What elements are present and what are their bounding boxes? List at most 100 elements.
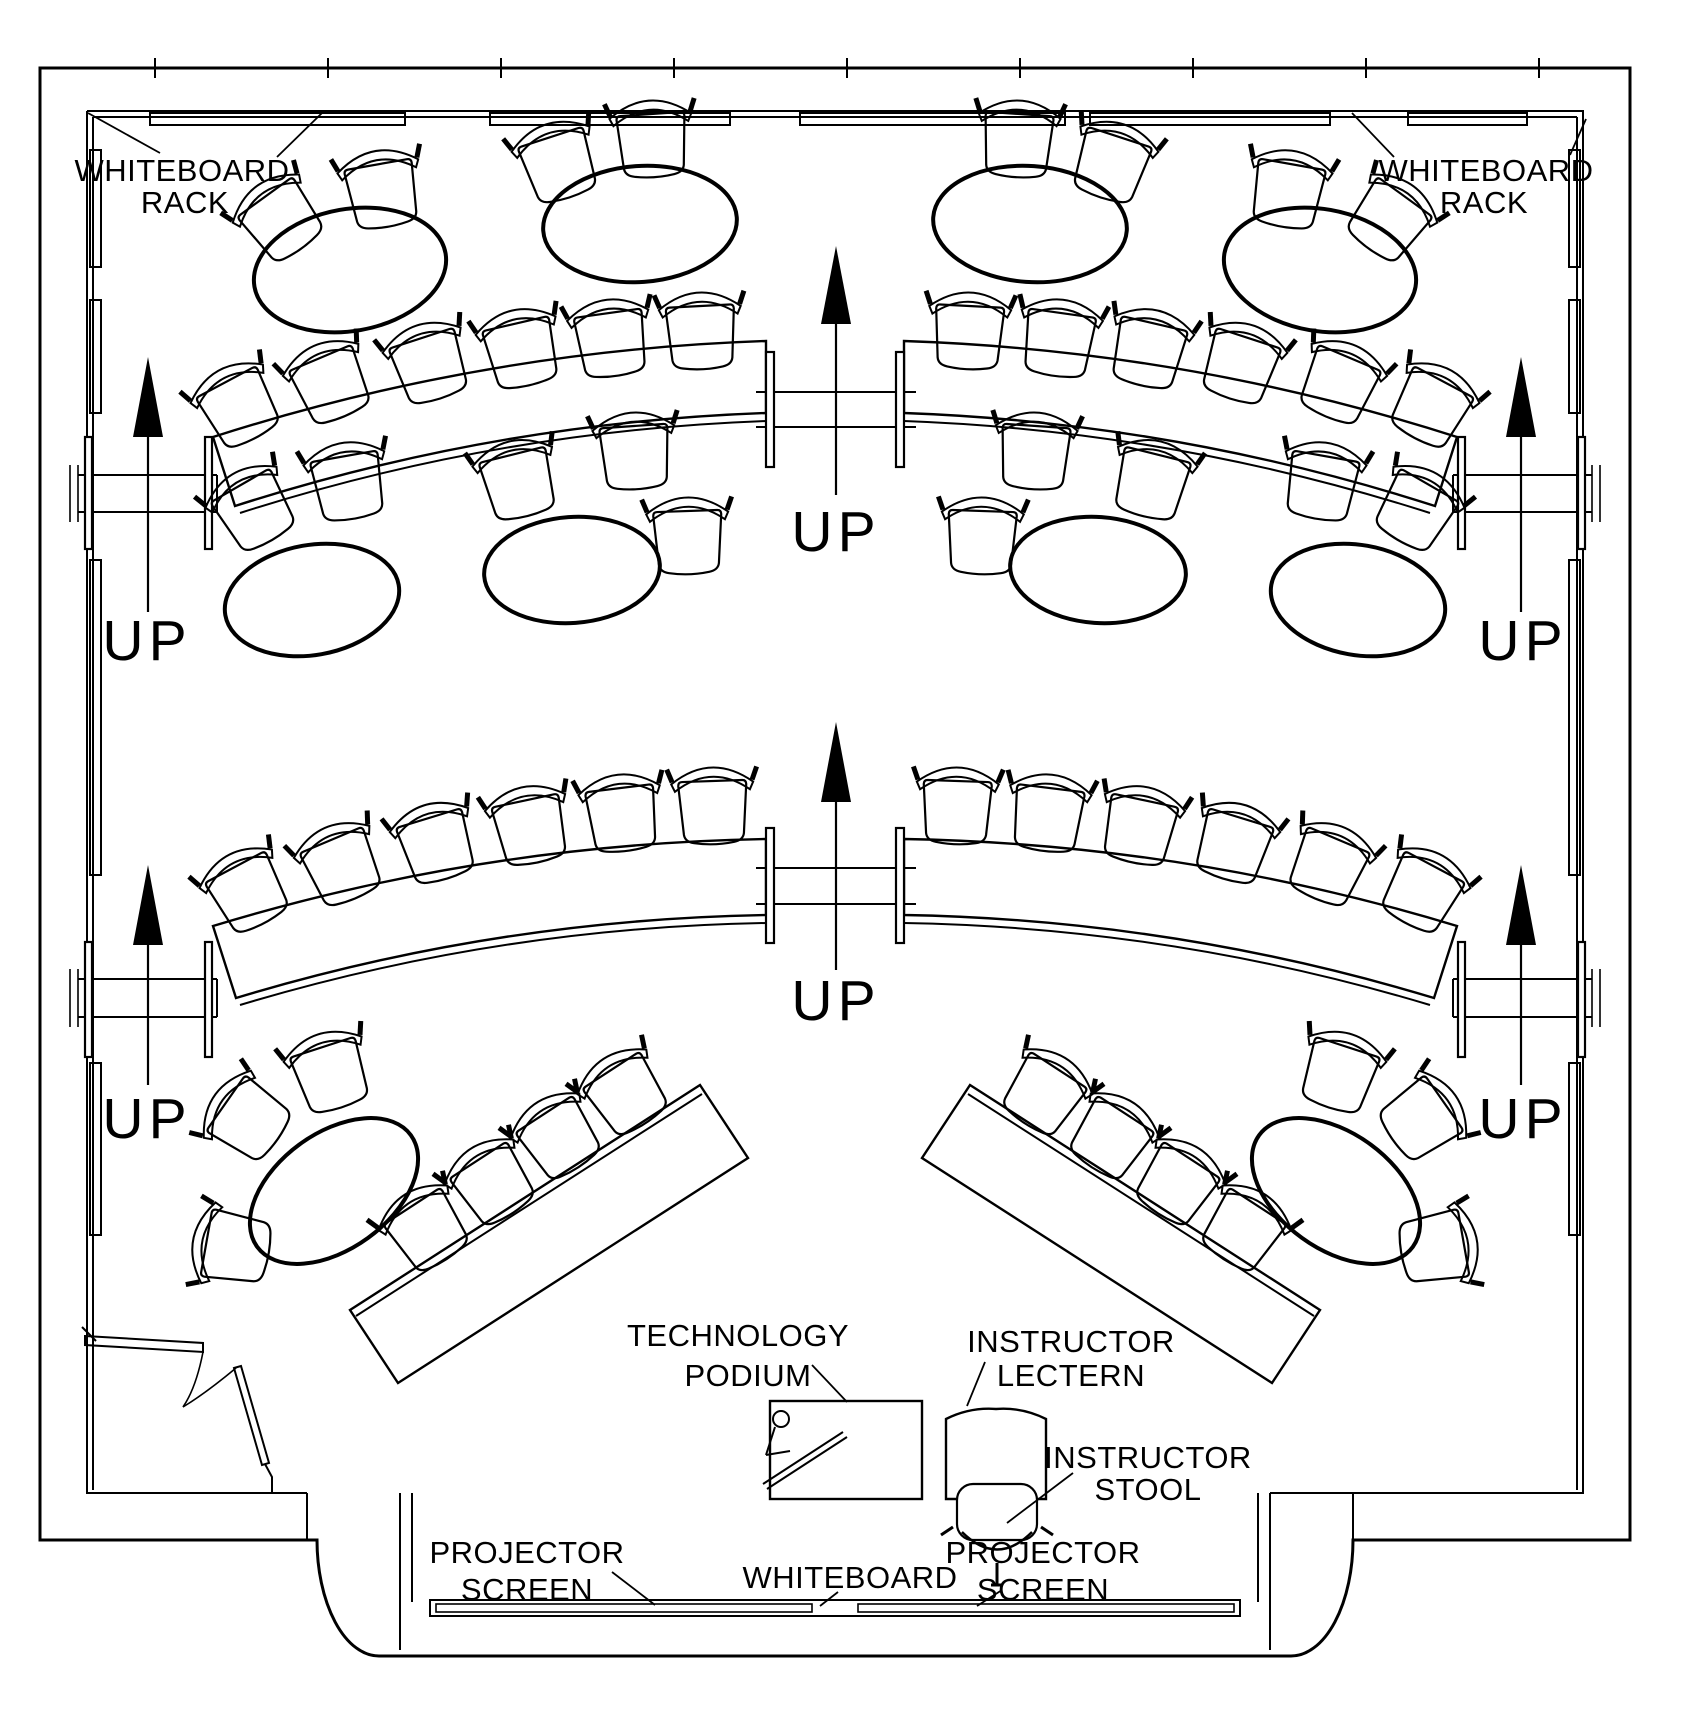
chair bbox=[936, 495, 1031, 576]
technology-podium-label: TECHNOLOGY bbox=[627, 1318, 849, 1353]
chair-seat bbox=[1070, 1095, 1155, 1180]
chair-back bbox=[577, 773, 661, 804]
chair-arm-post bbox=[1455, 1193, 1470, 1206]
chair-arm-post bbox=[656, 769, 665, 784]
up-arrow-head bbox=[133, 865, 163, 945]
chair-seat bbox=[299, 826, 381, 907]
projector-screen-right-label: PROJECTOR bbox=[945, 1535, 1140, 1570]
oval-table bbox=[482, 514, 662, 626]
chair-back bbox=[198, 847, 274, 895]
whiteboard-rack bbox=[89, 149, 102, 268]
chair-back bbox=[1405, 362, 1481, 410]
chair-arm-post bbox=[548, 430, 555, 446]
chair-seat bbox=[1301, 1036, 1381, 1114]
projector-screen bbox=[857, 1603, 1235, 1613]
chair-arm-post bbox=[923, 289, 933, 305]
whiteboard-rack-left-label: WHITEBOARD bbox=[74, 153, 289, 188]
chair bbox=[1196, 792, 1291, 885]
chair bbox=[1379, 1057, 1482, 1161]
chair-arm-post bbox=[291, 159, 300, 175]
chair bbox=[602, 97, 697, 179]
chair-arm-post bbox=[990, 409, 1000, 425]
chair-arm-post bbox=[1101, 778, 1109, 793]
chair-back bbox=[1020, 298, 1105, 330]
chair-arm-post bbox=[664, 768, 675, 784]
chair-back bbox=[1446, 1201, 1479, 1285]
chair-arm-post bbox=[1195, 451, 1208, 466]
chair-arm-post bbox=[1115, 430, 1122, 446]
chair-arm-post bbox=[1005, 769, 1014, 784]
chair-seat bbox=[1289, 826, 1371, 907]
chair-back bbox=[1250, 149, 1334, 182]
chair-arm-post bbox=[639, 1034, 647, 1049]
projector-screen-left-label: SCREEN bbox=[461, 1572, 593, 1607]
chair-arm-post bbox=[1310, 328, 1317, 343]
chair-arm-post bbox=[188, 1130, 204, 1139]
chair-back bbox=[1113, 308, 1196, 343]
instructor-lectern bbox=[944, 1407, 1048, 1501]
chair-seat bbox=[615, 110, 686, 179]
chair-seat bbox=[1202, 327, 1282, 405]
chair-arm-post bbox=[1100, 305, 1112, 321]
stair-rail bbox=[1576, 940, 1587, 1059]
chair-arm-post bbox=[911, 765, 921, 781]
chair-seat bbox=[1196, 807, 1275, 885]
chair-seat bbox=[1024, 307, 1097, 379]
chair-back bbox=[644, 496, 730, 524]
stair-rail bbox=[1576, 435, 1587, 551]
chair-arm-post bbox=[551, 300, 559, 316]
chair-arm-post bbox=[1463, 494, 1478, 508]
chair-arm-post bbox=[644, 293, 653, 309]
whiteboard-rack-left-leader bbox=[276, 112, 323, 158]
podium-monitor-arm bbox=[765, 1450, 791, 1456]
chair-back bbox=[1220, 1184, 1293, 1237]
up-arrow-head bbox=[1506, 357, 1536, 437]
chair-arm-post bbox=[501, 137, 514, 152]
oval-table bbox=[1249, 1116, 1423, 1266]
chair-seat bbox=[490, 793, 567, 866]
chair-arm-post bbox=[585, 110, 592, 126]
chair-arm-post bbox=[558, 305, 570, 321]
instructor-stool-base bbox=[961, 1531, 1033, 1551]
chair-arm-post bbox=[1091, 1081, 1106, 1095]
chair-seat bbox=[1398, 1208, 1471, 1283]
chair-arm-post bbox=[973, 97, 983, 113]
chair-back bbox=[565, 298, 650, 330]
chair-arm-post bbox=[282, 843, 296, 858]
chair bbox=[564, 1034, 667, 1136]
chair bbox=[639, 495, 734, 576]
chair bbox=[365, 1170, 468, 1272]
projector-screen-right-label: SCREEN bbox=[977, 1572, 1109, 1607]
chair-seat bbox=[206, 1075, 291, 1161]
chair bbox=[1101, 778, 1195, 866]
up-arrow-head bbox=[821, 722, 851, 802]
door-jamb bbox=[264, 1463, 273, 1493]
chair-back bbox=[1154, 1138, 1227, 1191]
chair-arm-post bbox=[273, 1047, 286, 1062]
chair bbox=[501, 110, 597, 204]
chair-back bbox=[509, 1092, 582, 1145]
table-edge-line bbox=[903, 922, 1431, 1006]
chair-seat bbox=[395, 807, 474, 885]
chair bbox=[1017, 293, 1112, 379]
chair-arm-post bbox=[737, 289, 747, 305]
chair-arm-post bbox=[639, 498, 650, 514]
chair-arm-post bbox=[1224, 1171, 1239, 1185]
chair-seat bbox=[1391, 366, 1475, 448]
chair-arm-post bbox=[1008, 294, 1019, 310]
chair bbox=[1375, 451, 1478, 552]
chair bbox=[1073, 110, 1169, 204]
chair-arm-post bbox=[687, 97, 697, 113]
whiteboard-rack bbox=[799, 112, 1066, 126]
chair bbox=[328, 143, 422, 230]
chair-back bbox=[576, 1048, 649, 1101]
oval-table bbox=[222, 541, 402, 659]
chair bbox=[462, 430, 555, 521]
chair-back bbox=[1021, 1048, 1094, 1101]
chair-back bbox=[1310, 340, 1389, 384]
chair-back bbox=[1116, 439, 1199, 475]
chair-arm-post bbox=[1436, 210, 1451, 223]
chair-back bbox=[1208, 321, 1289, 361]
chair-arm-post bbox=[1277, 817, 1291, 832]
